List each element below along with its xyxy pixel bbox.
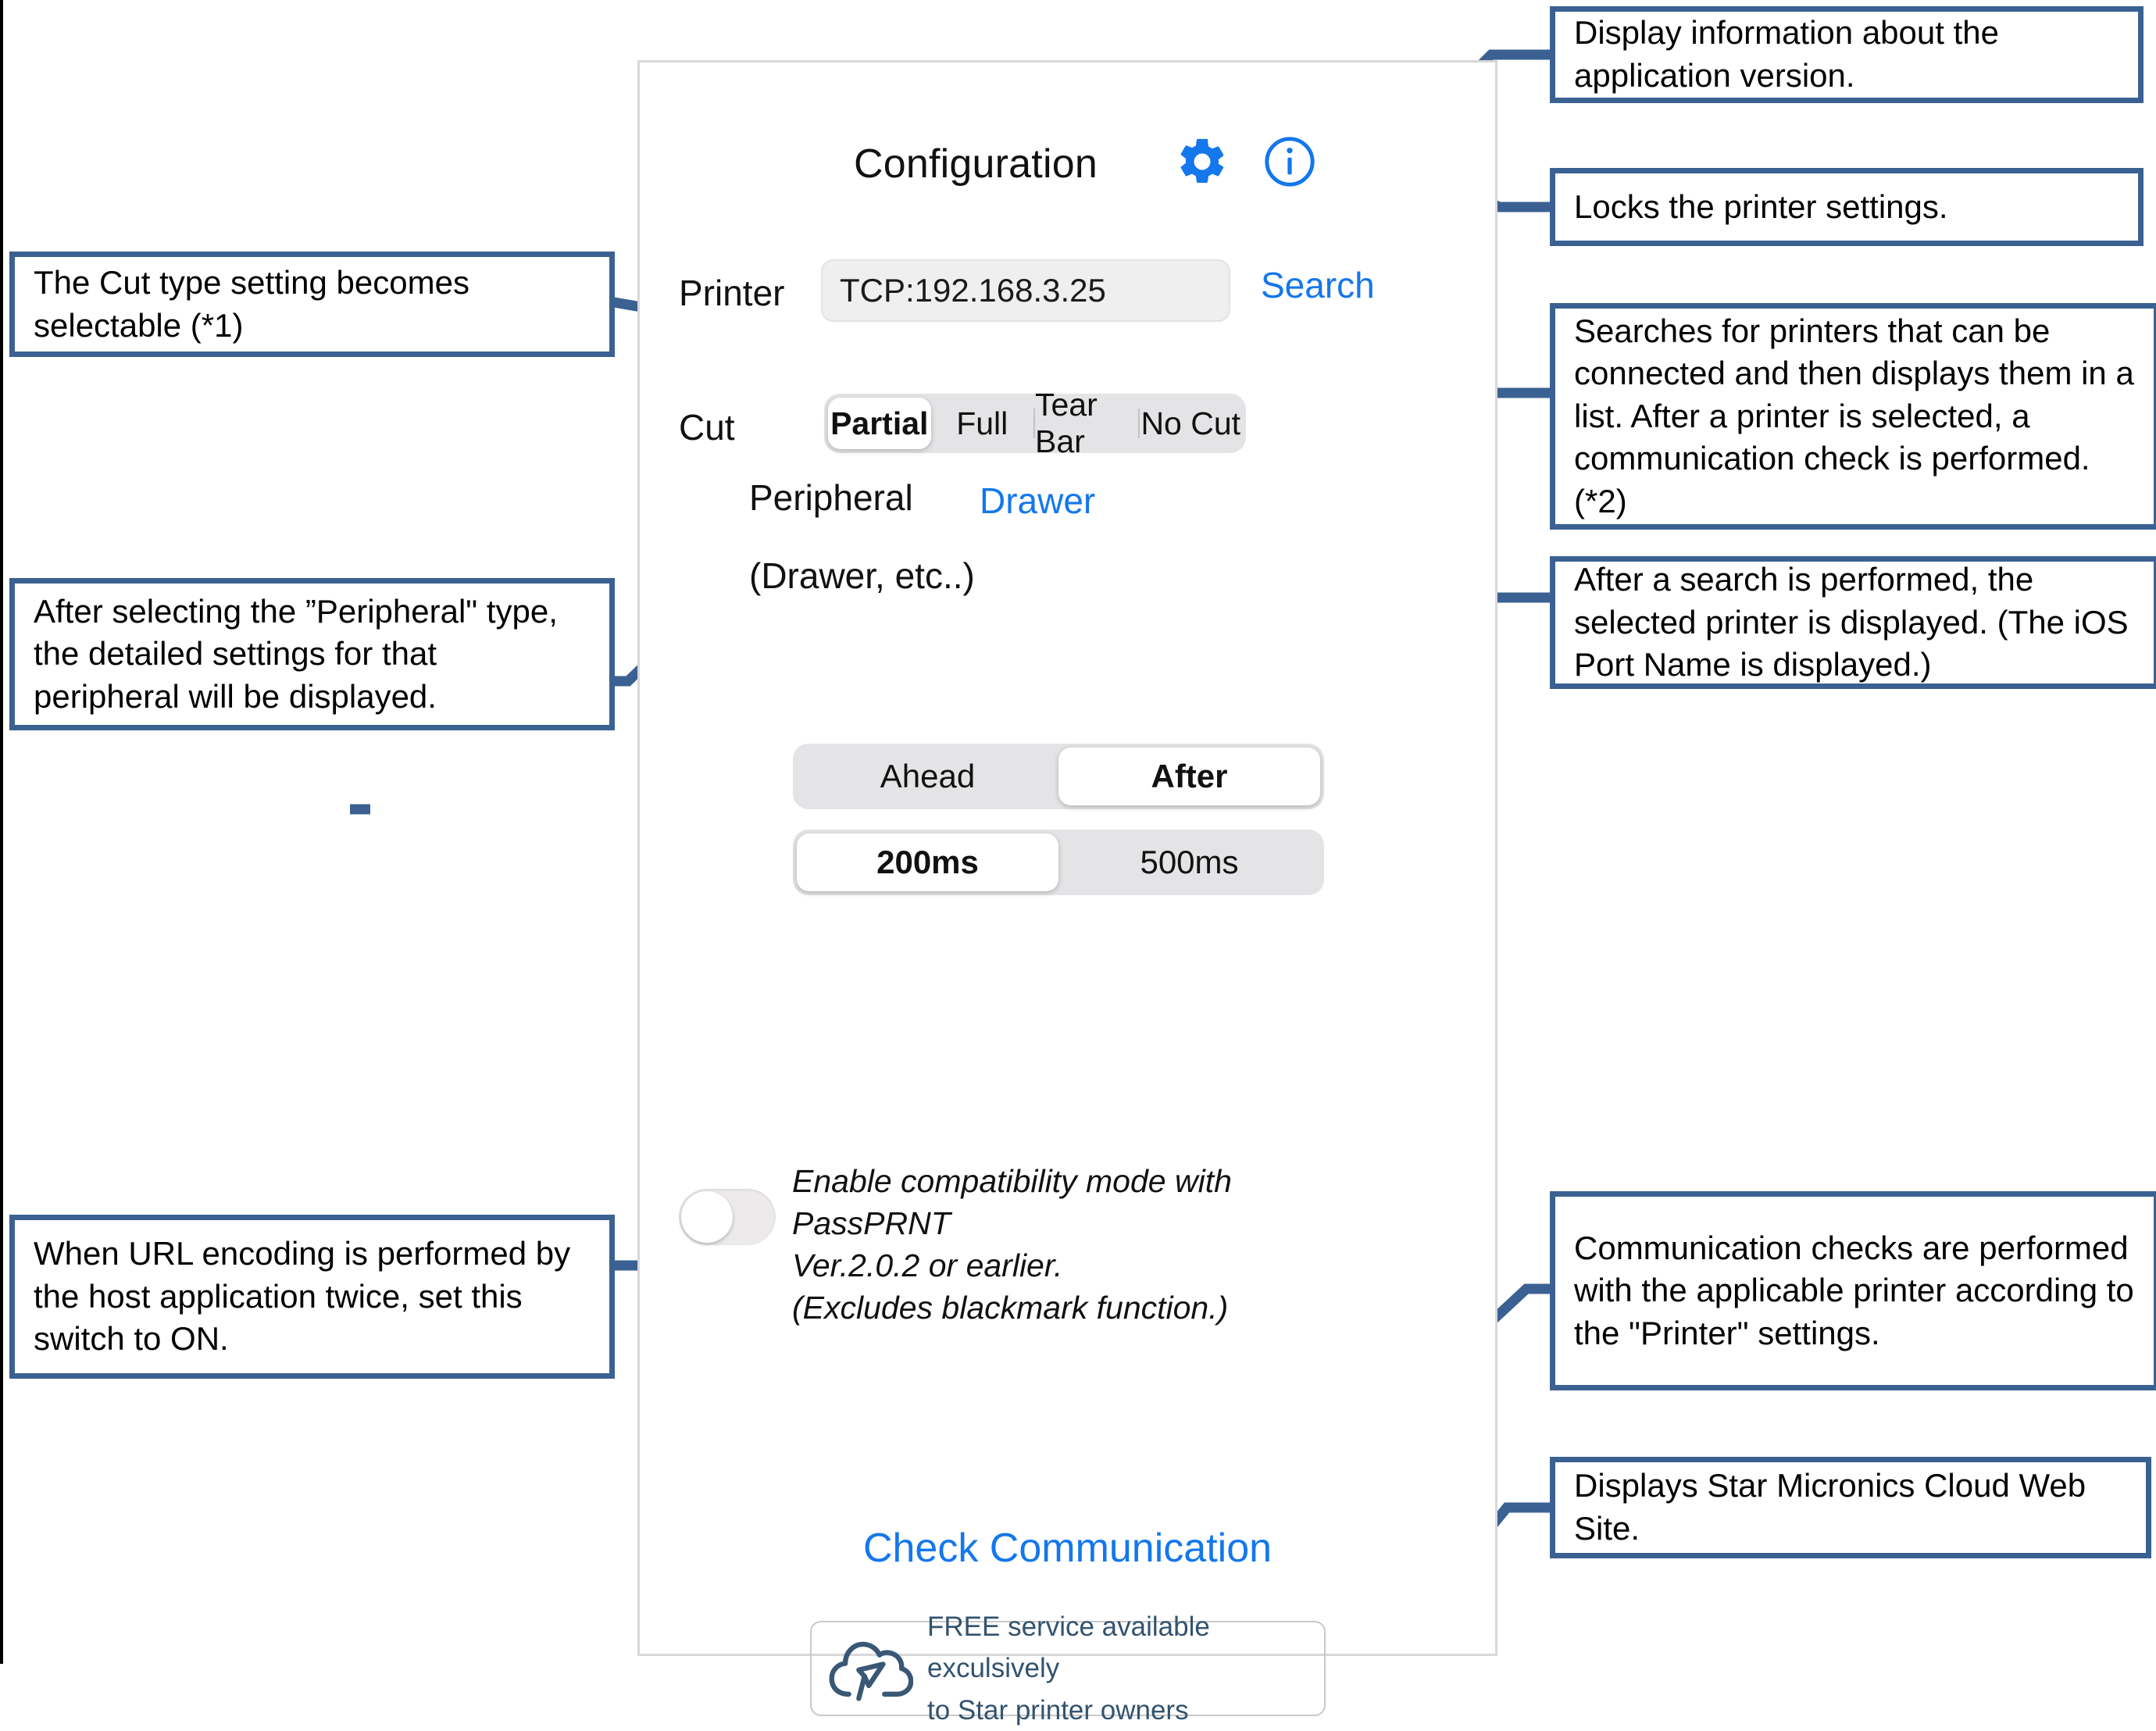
segment-divider: [1033, 409, 1035, 438]
segment-divider: [1137, 409, 1140, 438]
gear-icon[interactable]: [1175, 134, 1230, 189]
printer-field[interactable]: TCP:192.168.3.25: [821, 259, 1230, 322]
drawer-duration-segmented-control[interactable]: 200ms 500ms: [793, 830, 1324, 895]
callout-text: Display information about the applicatio…: [1574, 14, 1999, 94]
duration-option-500ms[interactable]: 500ms: [1140, 844, 1239, 880]
cut-label: Cut: [679, 407, 735, 448]
callout-search-desc: Searches for printers that can be connec…: [1550, 303, 2156, 530]
drawer-timing-segmented-control[interactable]: Ahead After: [793, 744, 1324, 809]
callout-url-encoding-desc: When URL encoding is performed by the ho…: [9, 1215, 615, 1379]
callout-cloud-site-desc: Displays Star Micronics Cloud Web Site.: [1550, 1457, 2151, 1558]
compatibility-mode-description: Enable compatibility mode with PassPRNT …: [792, 1160, 1292, 1329]
printer-label: Printer: [679, 273, 785, 313]
cloud-banner-text: FREE service available exculsively to St…: [927, 1606, 1324, 1731]
callout-peripheral-desc: After selecting the ”Peripheral" type, t…: [9, 578, 615, 730]
callout-text: Locks the printer settings.: [1574, 187, 1948, 225]
callout-text: Displays Star Micronics Cloud Web Site.: [1574, 1467, 2086, 1547]
callout-text: When URL encoding is performed by the ho…: [34, 1235, 571, 1358]
peripheral-sub-label: (Drawer, etc..): [749, 555, 975, 596]
toggle-knob: [681, 1191, 733, 1243]
callout-printer-desc: After a search is performed, the selecte…: [1550, 556, 2156, 689]
timing-option-after[interactable]: After: [1058, 748, 1320, 805]
star-cloud-banner[interactable]: FREE service available exculsively to St…: [810, 1611, 1326, 1726]
callout-lock-settings: Locks the printer settings.: [1550, 168, 2144, 246]
cut-segmented-control[interactable]: Partial Full Tear Bar No Cut: [824, 387, 1246, 459]
cut-option-no-cut[interactable]: No Cut: [1140, 405, 1241, 441]
callout-comm-check-desc: Communication checks are performed with …: [1550, 1191, 2156, 1390]
cut-option-full[interactable]: Full: [956, 405, 1008, 441]
compat-line-1: Enable compatibility mode with PassPRNT: [792, 1163, 1232, 1242]
callout-text: After selecting the ”Peripheral" type, t…: [34, 592, 558, 715]
cut-option-partial[interactable]: Partial: [828, 398, 931, 449]
timing-option-ahead[interactable]: Ahead: [880, 758, 976, 794]
compat-line-2: Ver.2.0.2 or earlier.: [792, 1247, 1063, 1284]
compat-line-3: (Excludes blackmark function.): [792, 1290, 1229, 1326]
duration-option-200ms[interactable]: 200ms: [797, 833, 1058, 891]
cloud-star-icon: [829, 1641, 913, 1701]
info-icon[interactable]: [1262, 134, 1317, 189]
peripheral-label: Peripheral: [749, 477, 913, 518]
cloud-banner-line-2: to Star printer owners: [927, 1694, 1189, 1726]
compatibility-mode-toggle[interactable]: [679, 1189, 776, 1245]
callout-text: After a search is performed, the selecte…: [1574, 561, 2129, 683]
callout-cut-desc: The Cut type setting becomes selectable …: [9, 252, 615, 357]
peripheral-type-value[interactable]: Drawer: [980, 480, 1096, 521]
callout-text: The Cut type setting becomes selectable …: [34, 263, 469, 344]
cut-option-tear-bar[interactable]: Tear Bar: [1035, 387, 1098, 459]
check-communication-button[interactable]: Check Communication: [862, 1526, 1273, 1571]
page-title: Configuration: [854, 141, 1098, 187]
search-button[interactable]: Search: [1261, 265, 1375, 305]
cloud-banner-line-1: FREE service available exculsively: [927, 1611, 1210, 1684]
callout-text: Communication checks are performed with …: [1574, 1229, 2134, 1351]
printer-value: TCP:192.168.3.25: [840, 272, 1106, 309]
app-screen-frame: Configuration Printer TCP:192.168.3.25 S…: [637, 60, 1497, 1726]
callout-info-version: Display information about the applicatio…: [1550, 6, 2144, 103]
callout-text: Searches for printers that can be connec…: [1574, 312, 2134, 519]
